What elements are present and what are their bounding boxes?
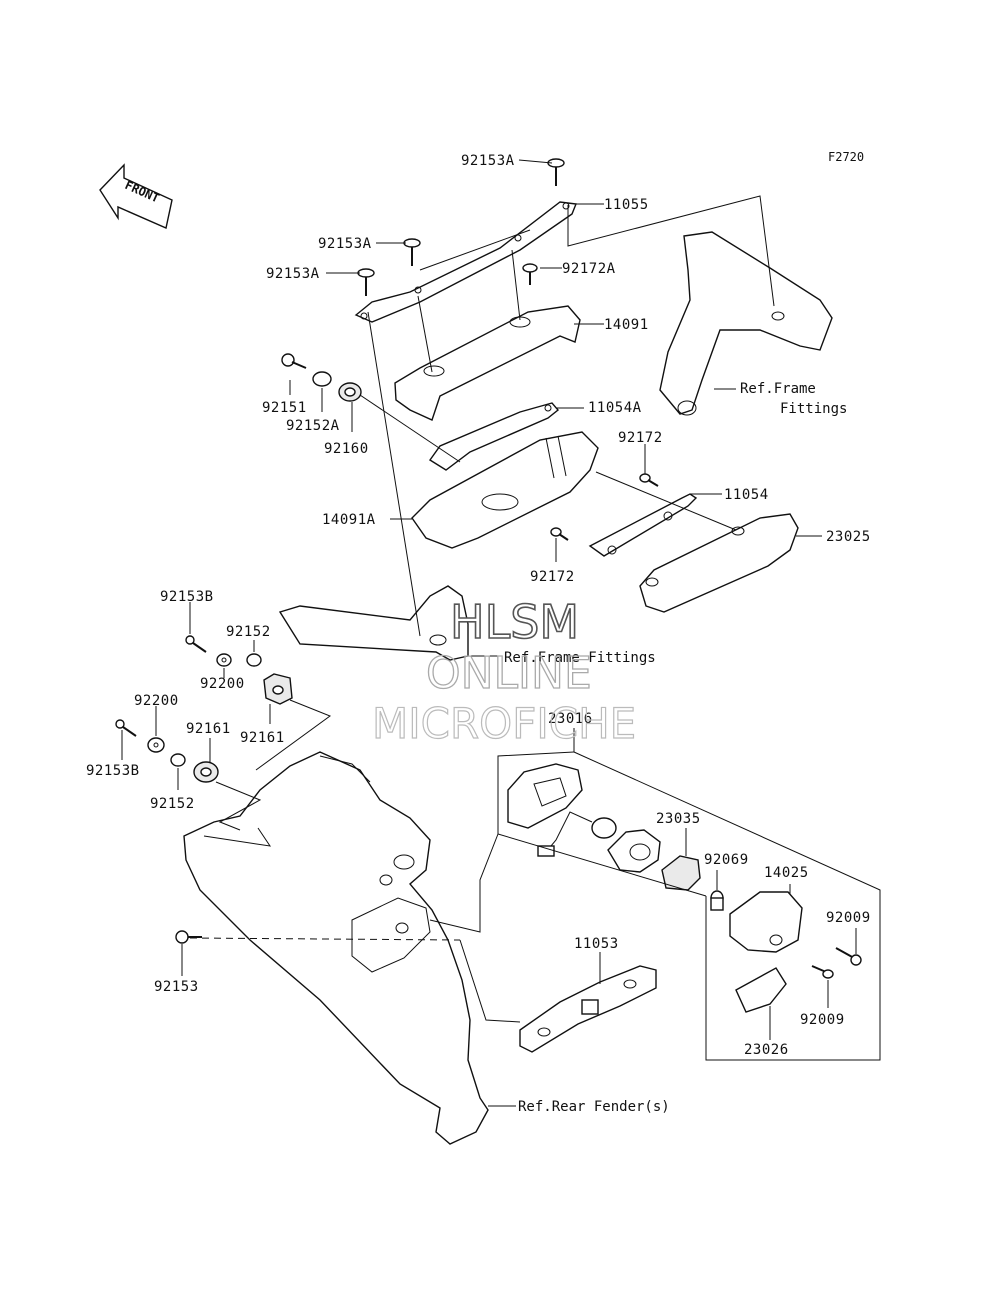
ref-frame-fittings-right-2: Fittings (780, 401, 847, 417)
callout-92152-top: 92152 (226, 624, 271, 640)
watermark-line1: HLSM (450, 595, 579, 649)
watermark-line2: ONLINE (426, 648, 592, 699)
callout-92009-bot: 92009 (800, 1012, 845, 1028)
callout-92161-right: 92161 (240, 730, 285, 746)
bracket-11055 (354, 201, 577, 323)
watermark: HLSM ONLINE MICROFICHE (371, 594, 636, 748)
watermark-line3: MICROFICHE (372, 699, 636, 748)
figure-code: F2720 (828, 150, 864, 164)
front-arrow-icon: FRONT (99, 163, 173, 229)
leader-lines (121, 159, 881, 1107)
callout-14091: 14091 (604, 317, 649, 333)
callout-11054A: 11054A (588, 400, 642, 416)
screw-92172-bot (550, 527, 569, 541)
callout-11053: 11053 (574, 936, 619, 952)
callout-92161-left: 92161 (186, 721, 231, 737)
callout-92009-top: 92009 (826, 910, 871, 926)
frame-fitting-left (278, 585, 469, 661)
washer-92200-right (216, 653, 232, 667)
screw-92153B-top (185, 635, 207, 653)
screw-92172A (522, 263, 538, 285)
callout-14025: 14025 (764, 865, 809, 881)
bracket-11053 (519, 965, 657, 1053)
callout-92153A-left: 92153A (266, 266, 320, 282)
callout-92153A-mid: 92153A (318, 236, 372, 252)
callout-92152A: 92152A (286, 418, 340, 434)
collar-92152A (312, 371, 332, 387)
callout-23016: 23016 (548, 711, 593, 727)
grommet-92160 (338, 382, 362, 402)
screw-92009-top (835, 947, 862, 966)
collar-92152-bot (170, 753, 186, 767)
collar-92152-top (246, 653, 262, 667)
frame-fitting-right (659, 231, 833, 416)
bracket-11054A (428, 402, 560, 471)
callout-92153B-bot: 92153B (86, 763, 140, 779)
cover-23026 (735, 967, 787, 1013)
screw-92153 (175, 930, 202, 944)
bulb-92069 (710, 890, 724, 911)
ref-frame-fittings-center: Ref.Frame Fittings (504, 650, 656, 666)
cover-14091A (411, 431, 599, 549)
callout-23026: 23026 (744, 1042, 789, 1058)
callout-92153B-top: 92153B (160, 589, 214, 605)
bracket-11054 (588, 493, 698, 557)
callout-23025: 23025 (826, 529, 871, 545)
callout-92172A: 92172A (562, 261, 616, 277)
screw-92153A-mid (403, 238, 421, 266)
rear-fender (183, 751, 489, 1145)
screw-92009-bot (811, 965, 834, 979)
callout-92200-left: 92200 (134, 693, 179, 709)
housing-23016 (507, 763, 583, 829)
tail-lamp-23025 (639, 513, 799, 613)
ref-rear-fender: Ref.Rear Fender(s) (518, 1099, 670, 1115)
callout-92172-bot: 92172 (530, 569, 575, 585)
grommet-92161-left (193, 761, 219, 783)
callout-92153A-top: 92153A (461, 153, 515, 169)
callout-92153: 92153 (154, 979, 199, 995)
callout-11054: 11054 (724, 487, 769, 503)
grommet-92161-right (263, 673, 293, 705)
callout-92200-right: 92200 (200, 676, 245, 692)
callout-92172-top: 92172 (618, 430, 663, 446)
screw-92153A-left (357, 268, 375, 296)
callout-14091A: 14091A (322, 512, 376, 528)
washer-92200-left (147, 737, 165, 753)
bolt-92151 (281, 353, 307, 369)
screw-92153B-bot (115, 719, 137, 737)
callout-92069: 92069 (704, 852, 749, 868)
callout-92152-bot: 92152 (150, 796, 195, 812)
callout-23035: 23035 (656, 811, 701, 827)
callout-11055: 11055 (604, 197, 649, 213)
socket-ring (607, 829, 661, 873)
ref-frame-fittings-right-1: Ref.Frame (740, 381, 816, 397)
lens-14025 (729, 891, 803, 953)
screw-92172-top (639, 473, 659, 487)
clip-23035 (661, 855, 701, 891)
callout-92160: 92160 (324, 441, 369, 457)
callout-92151: 92151 (262, 400, 307, 416)
